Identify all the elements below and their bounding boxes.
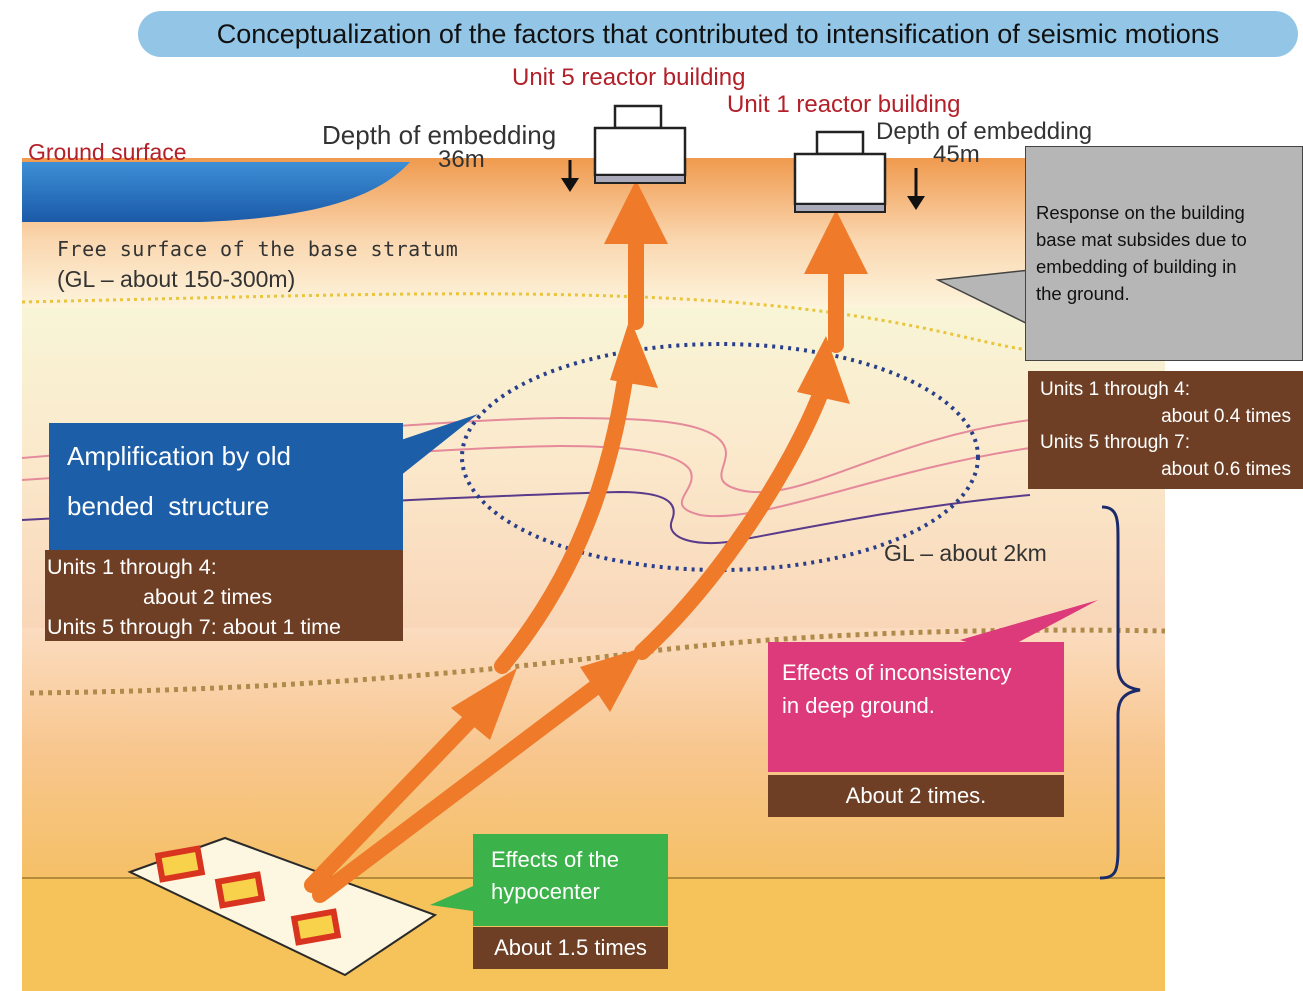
amplification-line: Amplification by old [67, 441, 291, 471]
unit1-reactor-building [793, 130, 887, 213]
free-surface-depth: (GL – about 150-300m) [57, 266, 296, 292]
unit5-building-label: Unit 5 reactor building [512, 64, 746, 91]
depth-arrow-right [907, 168, 925, 210]
depth-embedding-left-label: Depth of embedding [322, 120, 557, 150]
hypocenter-value: About 1.5 times [473, 927, 668, 969]
wave-path-unit1 [312, 672, 613, 903]
fault-patch [214, 871, 266, 909]
hypocenter-value-text: About 1.5 times [494, 935, 647, 960]
fault-patch [154, 845, 206, 883]
inconsistency-line: Effects of inconsistency [782, 660, 1012, 685]
amplification-value-line: about 2 times [143, 585, 273, 609]
arrow-heads [451, 180, 868, 740]
seismic-wave-arrows [304, 227, 844, 903]
response-line: Response on the building [1036, 202, 1245, 223]
amplification-value-line: Units 5 through 7: about 1 time [47, 615, 342, 639]
wave-path-unit5-upper [494, 352, 636, 674]
amplification-value-line: Units 1 through 4: [47, 555, 217, 579]
response-value-line: about 0.4 times [1161, 405, 1291, 427]
inconsistency-value: About 2 times. [768, 775, 1064, 817]
inconsistency-callout: Effects of inconsistency in deep ground. [768, 642, 1064, 772]
response-line: base mat subsides due to [1036, 229, 1247, 250]
fault-patch [290, 908, 342, 946]
hypocenter-line: hypocenter [491, 879, 600, 904]
inconsistency-pointer [960, 600, 1098, 652]
depth-right-value: 45m [933, 141, 980, 168]
amplification-callout: Amplification by old bended structure [49, 423, 403, 550]
unit1-building-label: Unit 1 reactor building [727, 91, 961, 118]
depth-bracket [1099, 505, 1141, 880]
free-surface-label: Free surface of the base stratum [57, 237, 459, 261]
response-value-line: Units 5 through 7: [1040, 432, 1190, 453]
arrow-head [610, 318, 658, 388]
arrow-head [580, 647, 645, 712]
unit5-reactor-building [593, 104, 687, 184]
inconsistency-value-text: About 2 times. [845, 783, 987, 808]
depth-embedding-right-label: Depth of embedding [876, 118, 1093, 145]
response-value-line: Units 1 through 4: [1040, 379, 1190, 400]
amplification-line: bended structure [67, 491, 270, 521]
arrow-head [604, 180, 668, 244]
wave-path-unit1-upper [634, 387, 828, 660]
arrow-head [804, 210, 868, 274]
response-callout: Response on the building base mat subsid… [1025, 146, 1303, 361]
ground-surface-label: Ground surface [28, 139, 187, 165]
wave-path-unit5 [304, 702, 488, 893]
title-text: Conceptualization of the factors that co… [216, 18, 1220, 49]
gl-2km-label: GL – about 2km [884, 540, 1047, 566]
response-value-line: about 0.6 times [1161, 458, 1291, 480]
response-values: Units 1 through 4: about 0.4 times Units… [1028, 371, 1303, 489]
depth-left-value: 36m [438, 146, 485, 173]
diagram-title: Conceptualization of the factors that co… [138, 11, 1298, 57]
amplification-values: Units 1 through 4: about 2 times Units 5… [45, 550, 403, 641]
response-line: embedding of building in [1036, 256, 1237, 277]
hypocenter-callout: Effects of the hypocenter [473, 834, 668, 926]
fault-patches [154, 845, 342, 946]
arrow-head [797, 336, 850, 404]
arrow-head [451, 668, 517, 740]
depth-arrow-left [561, 160, 579, 192]
hypocenter-line: Effects of the [491, 847, 620, 872]
sea-area [22, 162, 410, 222]
bended-structure-ellipse [460, 342, 980, 572]
hypocenter-pointer [430, 883, 480, 912]
inconsistency-line: in deep ground. [782, 693, 935, 718]
amplification-pointer [395, 414, 478, 480]
response-line: the ground. [1036, 283, 1130, 304]
